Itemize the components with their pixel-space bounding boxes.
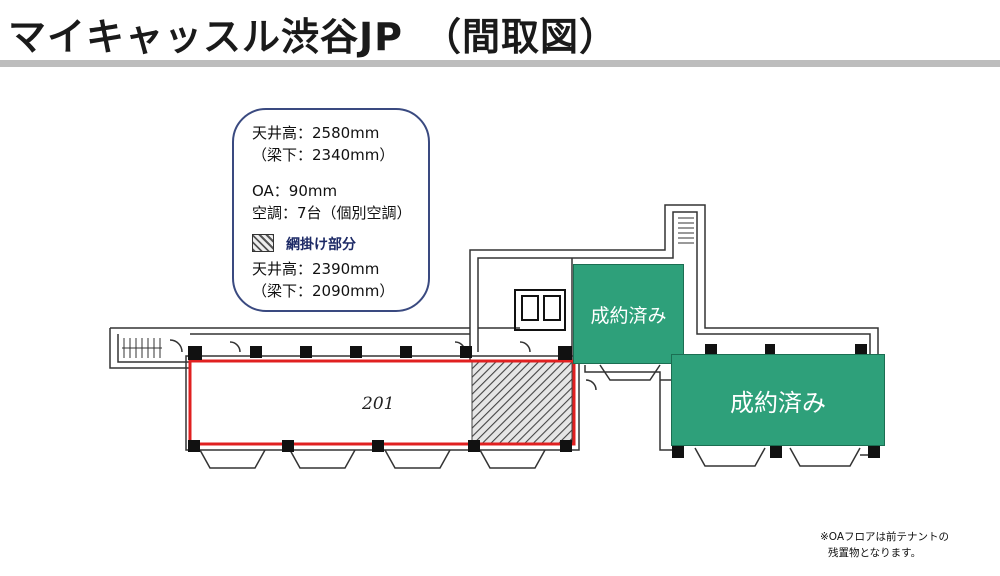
elevator-shafts bbox=[514, 289, 566, 331]
columns bbox=[188, 344, 880, 458]
hatch-legend-swatch bbox=[252, 234, 274, 252]
contracted-area-lower: 成約済み bbox=[671, 354, 885, 446]
stair-left bbox=[122, 338, 162, 358]
spec-info-box: 天井高：2580mm （梁下：2340mm） OA：90mm 空調：7台（個別空… bbox=[232, 108, 430, 312]
room-number: 201 bbox=[362, 394, 395, 414]
air-conditioning: 空調：7台（個別空調） bbox=[252, 204, 412, 222]
building-outline bbox=[109, 204, 879, 469]
hatched-beam-height: （梁下：2090mm） bbox=[252, 282, 395, 300]
hatched-ceiling-height: 天井高：2390mm bbox=[252, 260, 380, 278]
oa-floor-note: ※OAフロアは前テナントの 残置物となります。 bbox=[820, 529, 949, 561]
title-underline bbox=[0, 60, 1000, 67]
hatched-area bbox=[471, 361, 573, 445]
ceiling-height: 天井高：2580mm bbox=[252, 124, 380, 142]
contracted-area-upper: 成約済み bbox=[573, 264, 684, 364]
page-title: マイキャッスル渋谷JP （間取図） bbox=[8, 15, 618, 59]
hatch-legend-label: 網掛け部分 bbox=[286, 237, 356, 253]
stair-top bbox=[678, 217, 694, 244]
beam-height: （梁下：2340mm） bbox=[252, 146, 395, 164]
note-line-1: ※OAフロアは前テナントの bbox=[820, 531, 950, 543]
note-line-2: 残置物となります。 bbox=[828, 547, 922, 559]
oa-floor-height: OA：90mm bbox=[252, 182, 338, 200]
